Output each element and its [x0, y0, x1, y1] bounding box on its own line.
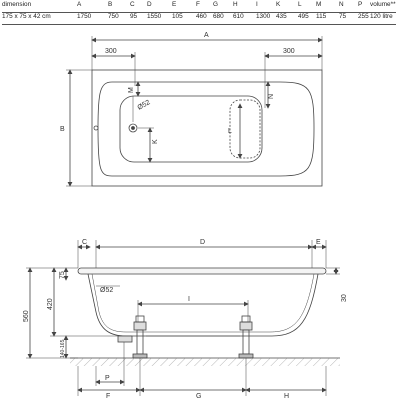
label-height-total: 560 — [23, 310, 30, 322]
side-view — [26, 240, 340, 396]
spec-cell-value: 495 — [298, 13, 309, 20]
label-right-offset: 300 — [283, 48, 295, 55]
label-n: N — [268, 94, 275, 99]
spec-column-header: E — [172, 1, 177, 8]
label-h: H — [284, 393, 289, 400]
label-f: F — [106, 393, 110, 400]
spec-cell-value: 1550 — [147, 13, 162, 20]
spec-value-row: 175 x 75 x 42 cm 1750 750 95 1550 105 460 680 61… — [0, 12, 400, 24]
label-g: G — [196, 393, 201, 400]
tub-rim-side — [77, 267, 327, 275]
spec-column-header: N — [339, 1, 344, 8]
label-d: D — [200, 239, 205, 246]
label-rim: 75 — [59, 271, 66, 279]
spec-column-header: dimension — [2, 1, 32, 8]
label-leg-range: 140-165 — [60, 339, 66, 358]
spec-cell-value: 255 — [358, 13, 369, 20]
table-divider — [2, 12, 396, 13]
spec-cell-value: 175 x 75 x 42 cm — [2, 13, 51, 20]
drain-outlet-side — [117, 335, 133, 343]
spec-cell-value: 610 — [233, 13, 244, 20]
spec-cell-value: 105 — [172, 13, 183, 20]
label-b: B — [60, 126, 65, 133]
spec-column-header: A — [77, 1, 82, 8]
spec-cell-value: 1750 — [77, 13, 92, 20]
spec-column-header: P — [358, 1, 363, 8]
spec-column-header: G — [213, 1, 218, 8]
spec-column-header: I — [256, 1, 258, 8]
label-m: M — [128, 87, 135, 93]
label-l: L — [228, 128, 232, 135]
spec-cell-value: 115 — [316, 13, 327, 20]
tub-body-side — [87, 273, 319, 337]
label-k: K — [152, 139, 159, 144]
leg-left — [132, 315, 148, 359]
tub-floor-top — [119, 95, 263, 163]
spec-column-header: L — [298, 1, 302, 8]
spec-column-header: M — [316, 1, 322, 8]
spec-column-header: B — [108, 1, 113, 8]
spec-column-header: C — [130, 1, 135, 8]
spec-cell-value: 95 — [130, 13, 138, 20]
leg-right — [238, 315, 254, 359]
drain-circle-top — [128, 123, 138, 133]
label-height-inner: 420 — [47, 298, 54, 310]
tub-basin-top — [97, 81, 315, 177]
tub-outline-top — [91, 69, 323, 187]
label-p: P — [105, 375, 110, 382]
label-i: I — [188, 296, 190, 303]
label-drain-top: Ø52 — [137, 99, 152, 112]
spec-column-header: volume** — [370, 1, 396, 8]
spec-cell-value: 1300 — [256, 13, 271, 20]
spec-cell-value: 75 — [339, 13, 347, 20]
table-divider — [2, 24, 396, 25]
floor-hatch — [70, 358, 340, 366]
label-right-rim: 30 — [341, 294, 348, 302]
side-view-labels: C D E 75 420 560 140-165 30 Ø52 I F G H … — [23, 239, 348, 400]
label-c: C — [82, 239, 87, 246]
label-drain-side: Ø52 — [100, 287, 113, 294]
spec-cell-value: 750 — [108, 13, 119, 20]
label-a: A — [204, 32, 209, 39]
label-left-offset: 300 — [105, 48, 117, 55]
overflow-circle-top — [93, 125, 99, 131]
spec-cell-value: 460 — [196, 13, 207, 20]
spec-column-header: D — [147, 1, 152, 8]
spec-column-header: K — [276, 1, 281, 8]
spec-cell-value: 120 litre — [370, 13, 393, 20]
top-view — [66, 36, 323, 187]
spec-cell-value: 435 — [276, 13, 287, 20]
top-view-labels: A 300 300 B Ø52 M K L N — [60, 32, 295, 144]
spec-column-header: H — [233, 1, 238, 8]
label-e: E — [316, 239, 321, 246]
spec-column-header: F — [196, 1, 200, 8]
spec-cell-value: 680 — [213, 13, 224, 20]
